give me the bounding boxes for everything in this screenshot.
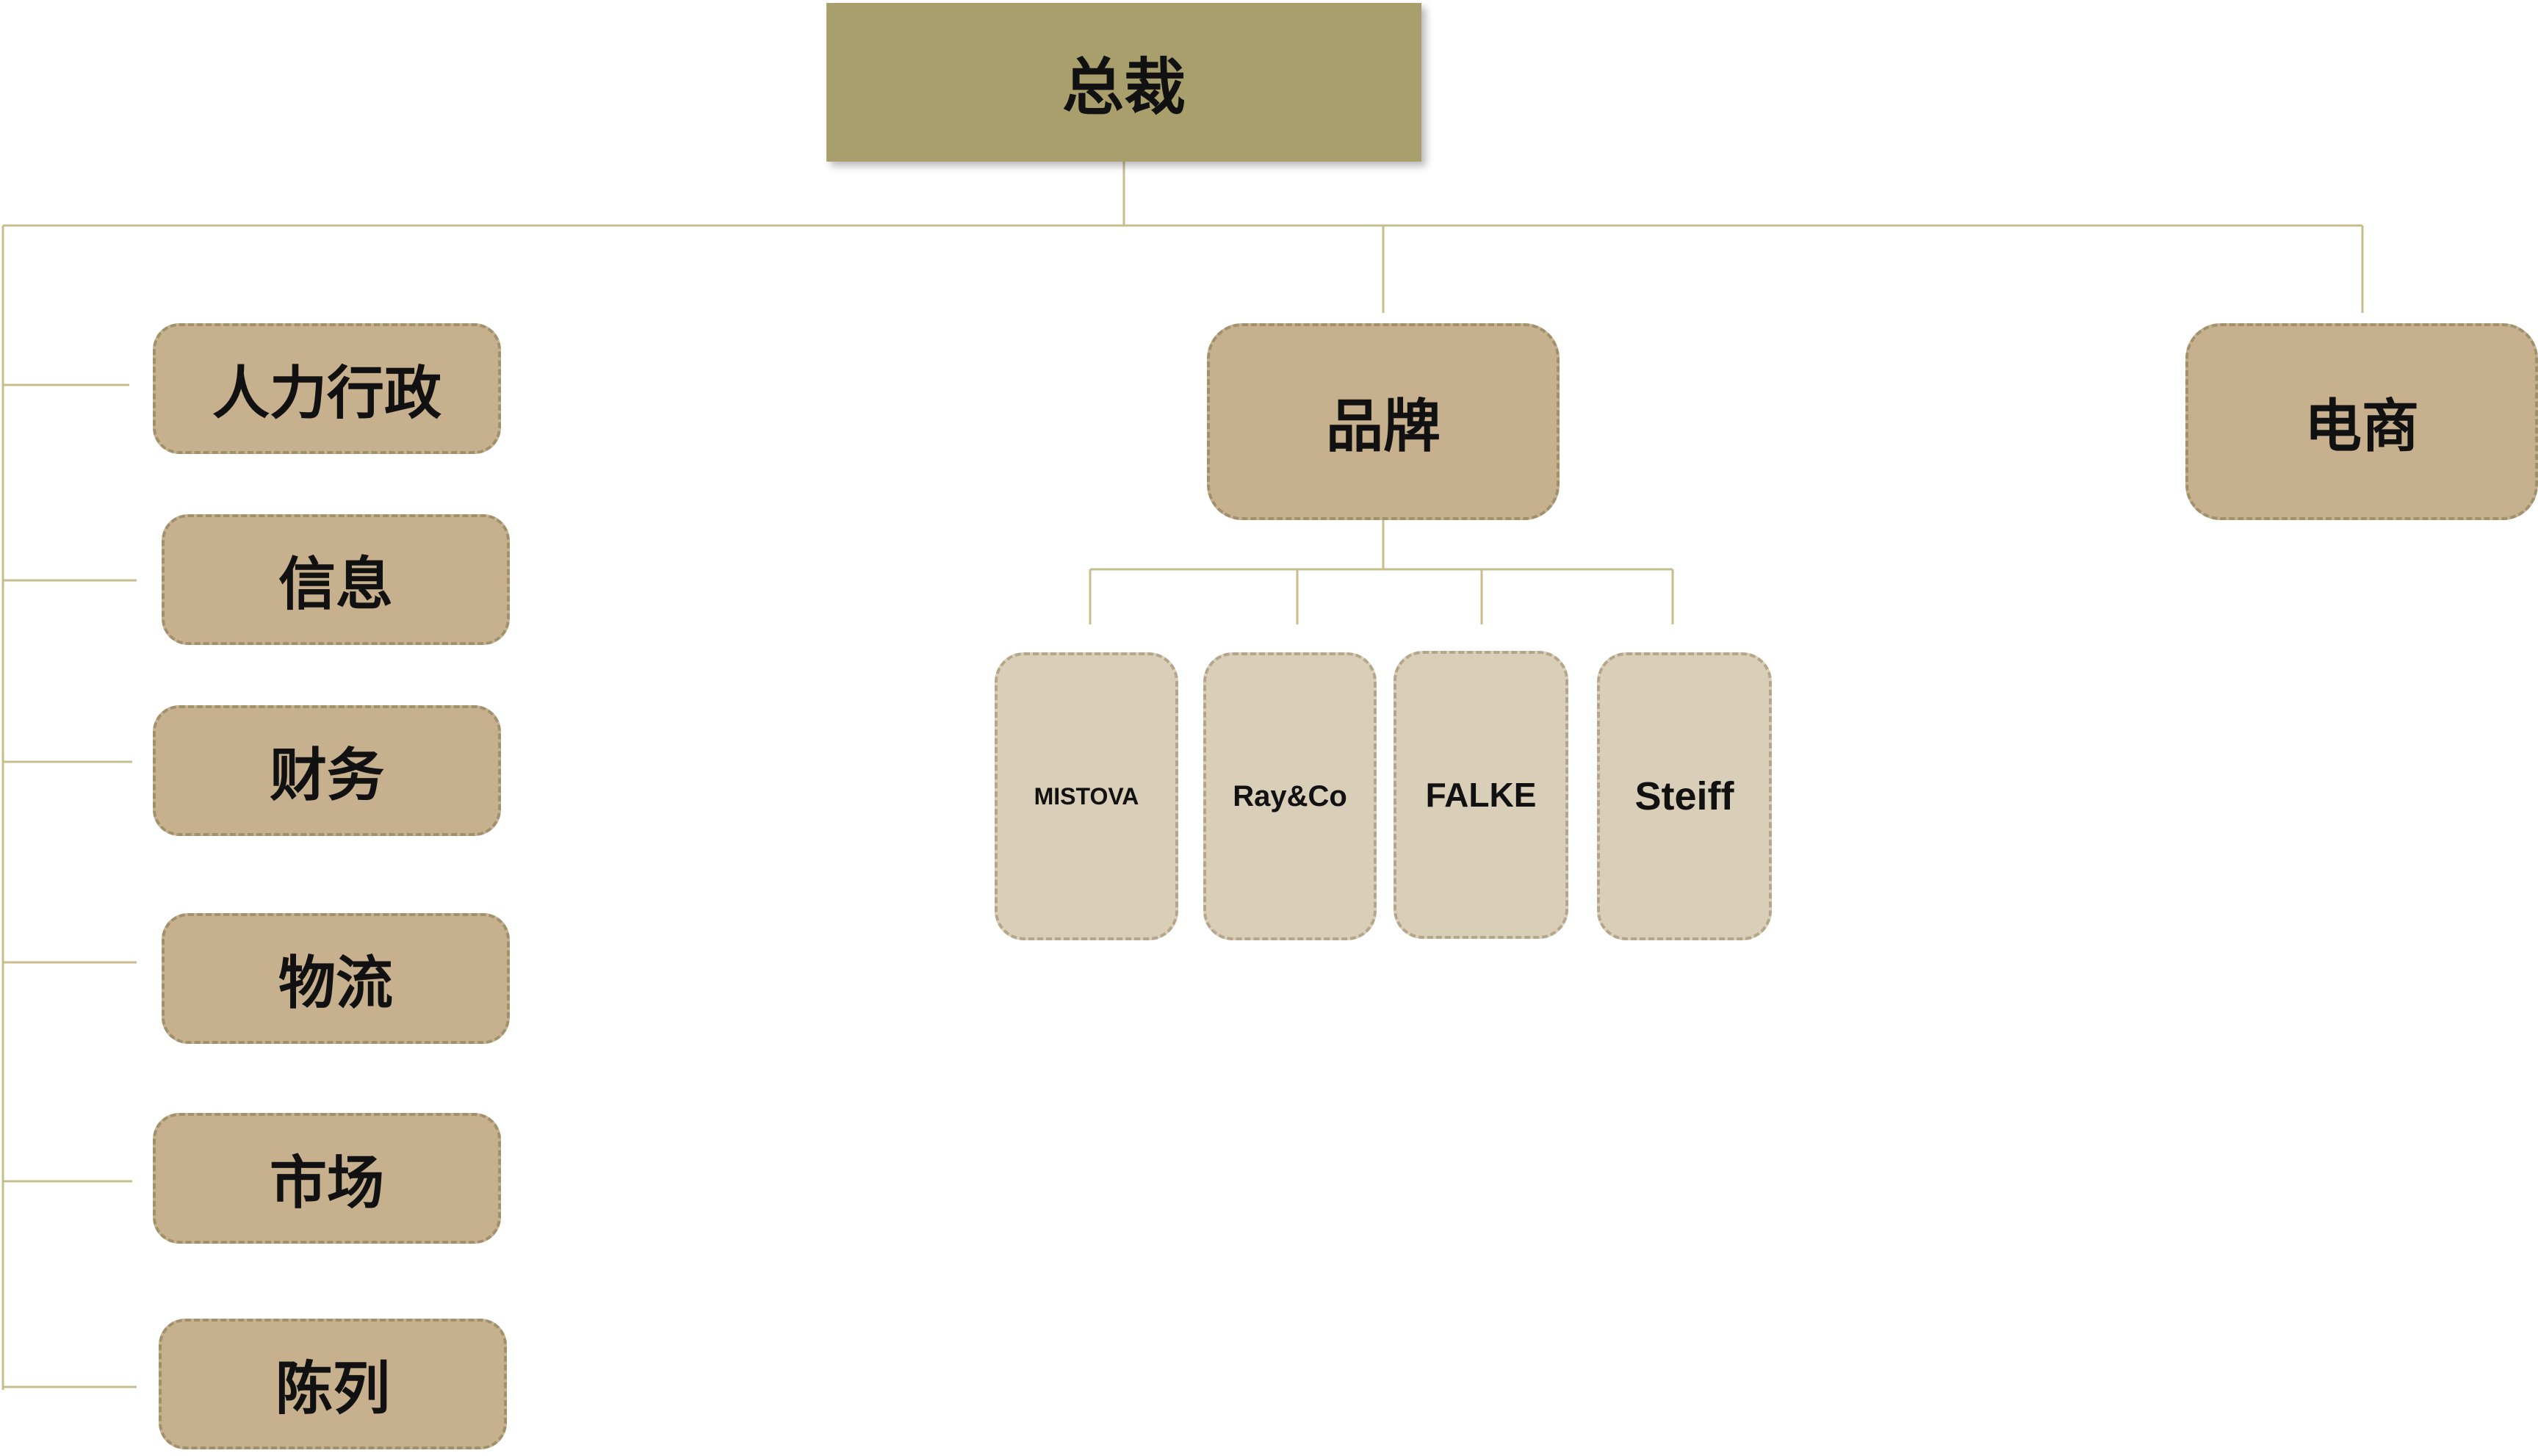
dept-display-label: 陈列	[275, 1356, 390, 1422]
dept-market-label: 市场	[269, 1150, 384, 1217]
dept-brand: 品牌	[1207, 323, 1560, 520]
dept-finance-label: 财务	[269, 743, 384, 809]
dept-logistics-label: 物流	[278, 951, 393, 1017]
dept-display: 陈列	[159, 1319, 507, 1449]
dept-info-label: 信息	[278, 552, 393, 618]
brand-rayco-label: Ray&Co	[1233, 779, 1347, 812]
dept-market: 市场	[153, 1113, 501, 1244]
dept-logistics: 物流	[162, 913, 510, 1044]
brand-mistova-label: MISTOVA	[1034, 782, 1139, 810]
president-node: 总裁	[826, 3, 1421, 162]
dept-brand-label: 品牌	[1325, 394, 1441, 460]
brand-falke: FALKE	[1394, 651, 1568, 939]
brand-steiff: Steiff	[1597, 652, 1772, 940]
dept-finance: 财务	[153, 705, 501, 836]
dept-info: 信息	[162, 514, 510, 645]
dept-ecommerce-label: 电商	[2304, 394, 2419, 460]
dept-hr-admin-label: 人力行政	[212, 361, 441, 427]
dept-hr-admin: 人力行政	[153, 323, 501, 454]
brand-falke-label: FALKE	[1425, 776, 1537, 814]
brand-mistova: MISTOVA	[995, 652, 1178, 940]
brand-rayco: Ray&Co	[1203, 652, 1377, 940]
president-label: 总裁	[1061, 51, 1186, 123]
brand-steiff-label: Steiff	[1634, 774, 1734, 818]
dept-ecommerce: 电商	[2185, 323, 2538, 520]
